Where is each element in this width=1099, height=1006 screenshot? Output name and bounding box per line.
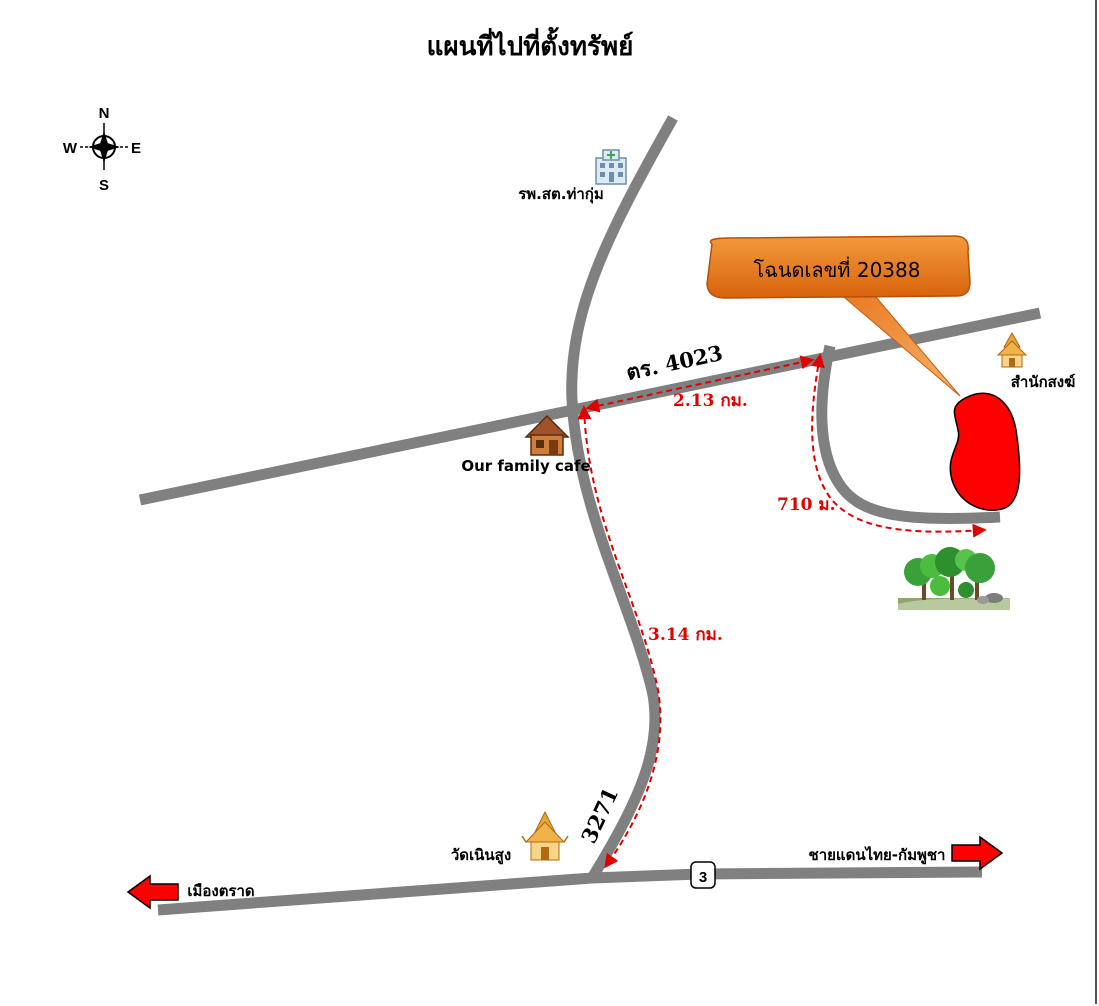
land-parcel-shape	[949, 392, 1021, 511]
route-3-shield-icon: 3	[690, 861, 716, 889]
distance-label-710: 710 ม.	[777, 495, 836, 515]
temple-east-label: สำนักสงฆ์	[1011, 373, 1076, 391]
parcel-callout: โฉนดเลขที่ 20388	[706, 235, 971, 397]
trees-icon	[898, 547, 1010, 610]
parcel-callout-text: โฉนดเลขที่ 20388	[754, 256, 921, 282]
road-3271	[566, 115, 678, 881]
road-3	[157, 866, 983, 916]
route-3-number: 3	[699, 869, 707, 886]
hospital-label: รพ.สต.ท่ากุ่ม	[518, 185, 604, 204]
cafe-label: Our family cafe	[461, 457, 590, 475]
compass-e: E	[131, 140, 141, 157]
map-title: แผนที่ไปที่ตั้งทรัพย์	[427, 26, 634, 62]
arrow-710	[811, 353, 987, 538]
compass-n: N	[99, 105, 110, 122]
compass-s: S	[99, 177, 109, 194]
distance-label-2-13: 2.13 กม.	[673, 391, 748, 411]
compass-rose-icon: N S E W	[63, 105, 141, 194]
direction-east-label: ชายแดนไทย-กัมพูชา	[809, 845, 946, 865]
temple-icon	[521, 810, 569, 861]
arrow-right-icon	[951, 835, 1004, 871]
arrow-left-icon	[126, 874, 179, 910]
arrow-3-14	[577, 405, 662, 869]
temple-south-label: วัดเนินสูง	[451, 846, 511, 865]
temple-icon	[996, 331, 1028, 368]
direction-west-label: เมืองตราด	[187, 882, 254, 900]
distance-arrows	[577, 353, 987, 869]
compass-w: W	[63, 140, 78, 157]
hospital-icon	[595, 149, 627, 185]
distance-label-3-14: 3.14 กม.	[648, 625, 723, 645]
house-icon	[524, 414, 570, 456]
arrow-2-13	[585, 355, 815, 413]
